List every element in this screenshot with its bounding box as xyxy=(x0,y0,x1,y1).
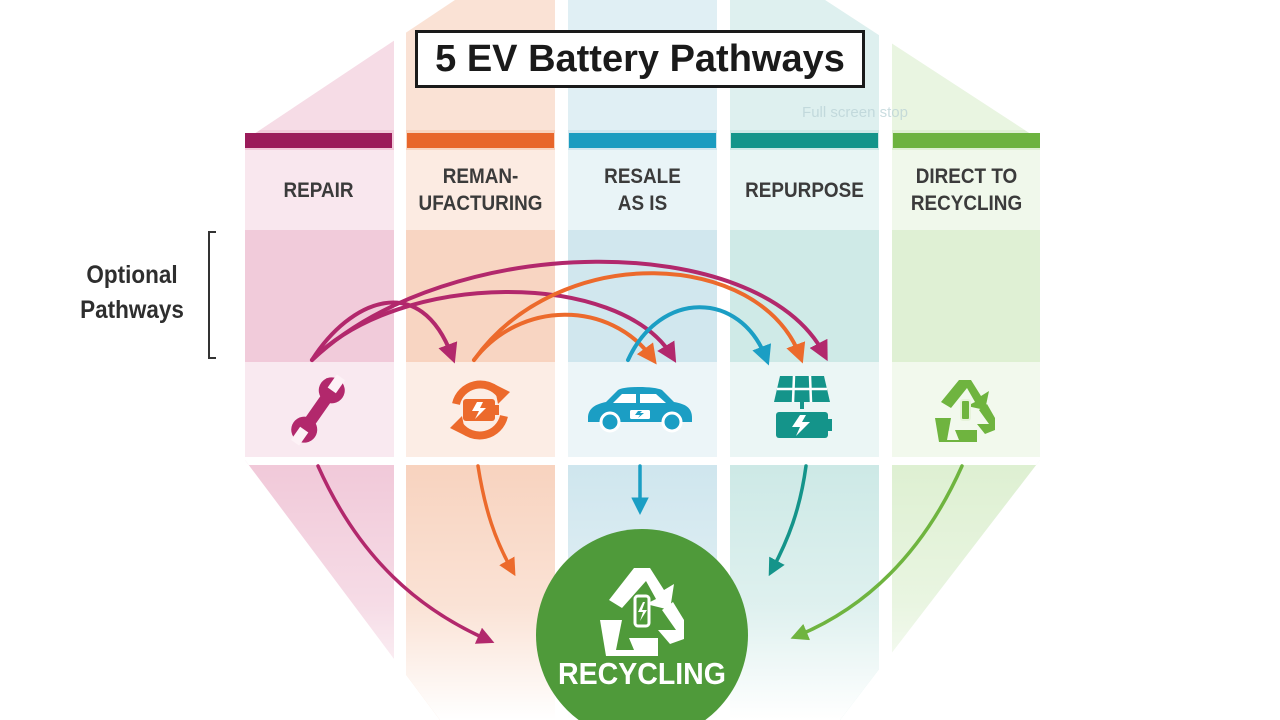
wrench-icon xyxy=(290,374,346,446)
label-direct-line2: RECYCLING xyxy=(910,192,1023,215)
label-resale-line1: RESALE xyxy=(604,165,681,188)
label-resale-line2: AS IS xyxy=(617,192,668,215)
recycle-icon xyxy=(935,380,995,442)
label-remanufacturing-line2: UFACTURING xyxy=(418,192,543,215)
label-repair: REPAIR xyxy=(283,178,354,202)
column-label-remanufacturing: REMAN- UFACTURING xyxy=(414,146,546,234)
arrow-repair-to-remanufacturing xyxy=(310,300,458,364)
column-label-direct-recycling: DIRECT TO RECYCLING xyxy=(900,146,1032,234)
label-direct-line1: DIRECT TO xyxy=(915,165,1018,188)
column-header-bars xyxy=(245,133,1040,148)
car-icon xyxy=(588,387,692,433)
optional-pathway-arrows xyxy=(310,259,828,366)
fullscreen-hint: Full screen stop xyxy=(802,103,908,121)
optional-line1: Optional xyxy=(86,261,178,289)
arrow-reman-to-resale xyxy=(472,312,657,365)
label-remanufacturing-line1: REMAN- xyxy=(442,165,519,188)
solar-battery-icon xyxy=(774,375,832,438)
arrow-reman-to-repurpose xyxy=(472,271,806,364)
arrow-reman-to-recycling xyxy=(476,464,516,577)
optional-pathways-label: Optional Pathways xyxy=(69,258,195,328)
label-repurpose: REPURPOSE xyxy=(745,178,864,202)
recycling-label: RECYCLING xyxy=(558,656,726,691)
diagram-title: 5 EV Battery Pathways xyxy=(415,30,865,88)
column-label-repurpose: REPURPOSE xyxy=(738,146,870,234)
arrow-direct-to-recycling xyxy=(790,464,964,641)
remanufacturing-icon xyxy=(450,380,510,440)
column-label-repair: REPAIR xyxy=(252,146,384,234)
arrow-resale-to-repurpose xyxy=(626,305,772,366)
arrow-repair-to-repurpose xyxy=(310,259,828,362)
column-label-resale: RESALE AS IS xyxy=(576,146,708,234)
optional-bracket xyxy=(208,231,216,359)
arrow-repair-to-recycling xyxy=(316,464,495,644)
recycling-arrows xyxy=(316,464,964,644)
arrow-repurpose-to-recycling xyxy=(768,464,808,577)
recycling-destination-icon xyxy=(600,568,684,656)
optional-line2: Pathways xyxy=(80,296,184,324)
